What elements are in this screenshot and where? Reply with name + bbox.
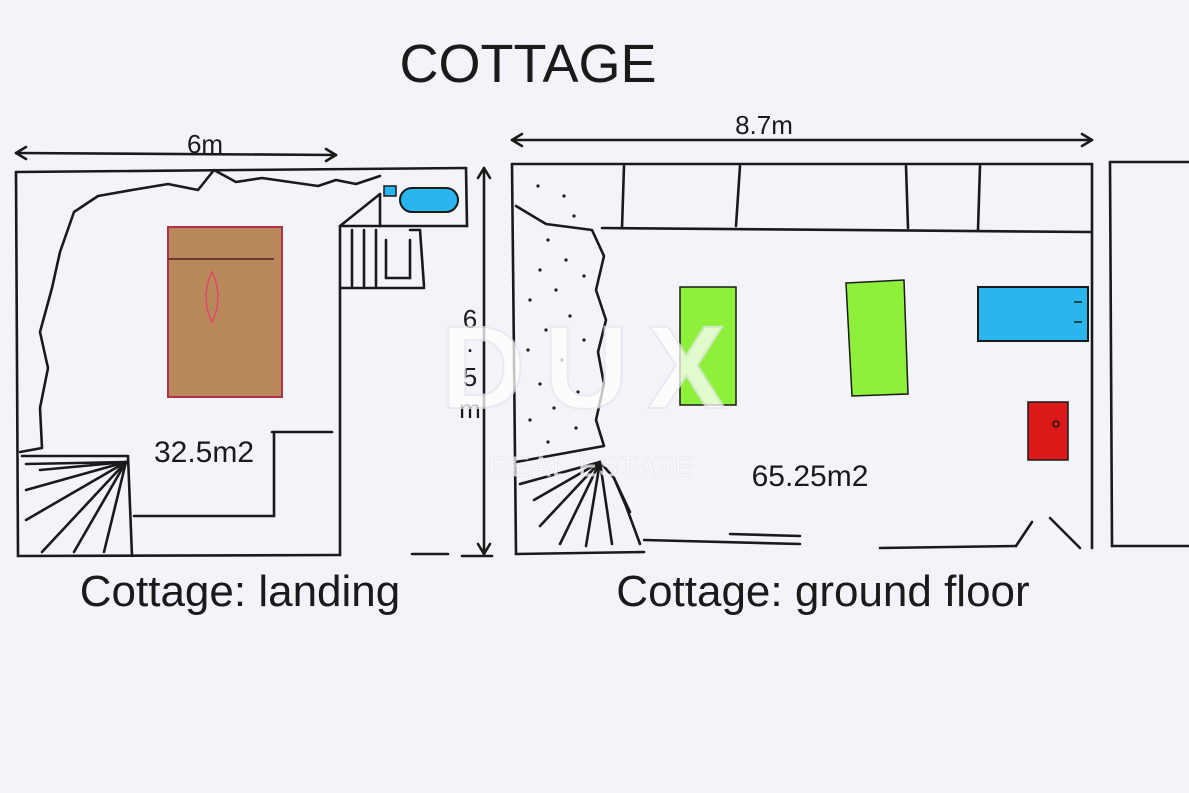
ground-area-label: 65.25m2 — [752, 460, 869, 493]
landing-caption: Cottage: landing — [80, 567, 400, 616]
ground-rock-face — [514, 184, 608, 464]
bed — [167, 226, 283, 398]
landing-plan: 6m — [14, 129, 494, 558]
depth-dimension: 6 . 5 m — [459, 166, 492, 556]
landing-rock-outline — [18, 168, 382, 454]
watermark-tagline: REAL ESTATE — [489, 451, 696, 482]
depth-label-unit: m — [459, 394, 481, 424]
landing-inner-walls — [132, 430, 334, 518]
landing-stairs — [20, 454, 134, 558]
ground-stairs — [518, 460, 642, 548]
red-stove — [1027, 401, 1069, 461]
landing-width-dimension: 6m — [14, 129, 338, 163]
depth-label-digit-2: 5 — [463, 362, 477, 392]
bathtub — [383, 185, 459, 213]
watermark: DUX REAL ESTATE — [439, 301, 743, 483]
green-furniture-left — [679, 286, 737, 406]
ground-width-dimension: 8.7m — [510, 110, 1094, 148]
ground-floor-caption: Cottage: ground floor — [616, 567, 1029, 616]
ground-floor-plan: 8.7m — [510, 110, 1189, 556]
landing-area-label: 32.5m2 — [154, 436, 254, 469]
landing-walls — [14, 166, 494, 558]
ground-walls — [510, 162, 1094, 556]
green-furniture-right — [845, 279, 909, 397]
landing-railing — [350, 228, 426, 288]
ground-bathtub — [977, 286, 1089, 342]
page-title: COTTAGE — [399, 34, 656, 94]
depth-label-digit-1: 6 — [463, 304, 477, 334]
landing-width-label: 6m — [187, 129, 223, 159]
watermark-logo: DUX — [440, 302, 743, 434]
adjacent-building — [1108, 160, 1189, 548]
depth-label-dot: . — [466, 328, 473, 358]
ground-width-label: 8.7m — [735, 110, 793, 140]
